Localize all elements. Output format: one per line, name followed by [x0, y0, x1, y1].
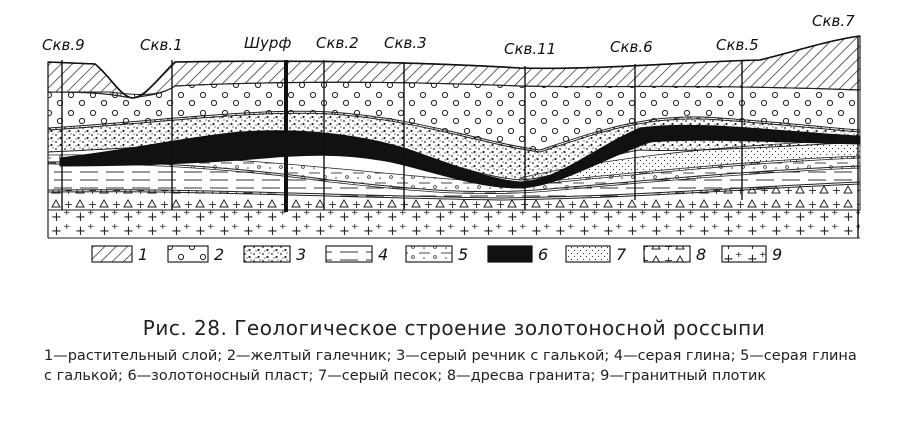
figure-legend-description: 1—растительный слой; 2—желтый галечник; … — [44, 348, 857, 384]
legend-number: 6 — [538, 245, 548, 264]
well-label: Скв.6 — [610, 38, 653, 56]
ground-surface-line — [47, 35, 861, 99]
legend-swatch-6 — [487, 245, 533, 263]
well-label: Скв.11 — [504, 40, 556, 58]
legend-swatch-1 — [91, 245, 133, 263]
legend-swatch-5 — [405, 245, 453, 263]
legend: 1 2 3 4 5 6 7 8 9 — [91, 245, 782, 264]
figure-title: Рис. 28. Геологическое строение золотоно… — [142, 316, 766, 340]
well-label: Скв.7 — [812, 12, 855, 30]
legend-number: 1 — [138, 245, 148, 264]
legend-swatch-9 — [721, 245, 767, 263]
well-label: Скв.9 — [42, 36, 85, 54]
well-label: Шурф — [244, 34, 291, 52]
legend-number: 7 — [616, 245, 627, 264]
boreholes — [61, 36, 859, 238]
legend-swatch-4 — [325, 245, 373, 263]
legend-swatch-3 — [243, 245, 291, 263]
layer-granite-bedrock — [48, 208, 860, 238]
legend-number: 5 — [458, 245, 468, 264]
layer-gold-bearing-seam — [59, 124, 861, 189]
legend-swatch-8 — [643, 245, 691, 263]
well-label: Скв.2 — [316, 34, 359, 52]
well-label: Скв.1 — [140, 36, 183, 54]
legend-swatch-2 — [167, 245, 209, 263]
layer-grey-sand — [518, 139, 861, 185]
legend-number: 9 — [772, 245, 782, 264]
layer-grey-clay-with-pebbles — [47, 154, 861, 195]
legend-number: 4 — [378, 245, 388, 264]
legend-number: 3 — [296, 245, 306, 264]
legend-number: 8 — [696, 245, 706, 264]
geologic-cross-section: + + + Скв.9 Скв.1 Шурф Скв. — [42, 12, 861, 264]
legend-number: 2 — [214, 245, 224, 264]
well-label: Скв.5 — [716, 36, 759, 54]
well-label: Скв.3 — [384, 34, 427, 52]
legend-swatch-7 — [565, 245, 611, 263]
